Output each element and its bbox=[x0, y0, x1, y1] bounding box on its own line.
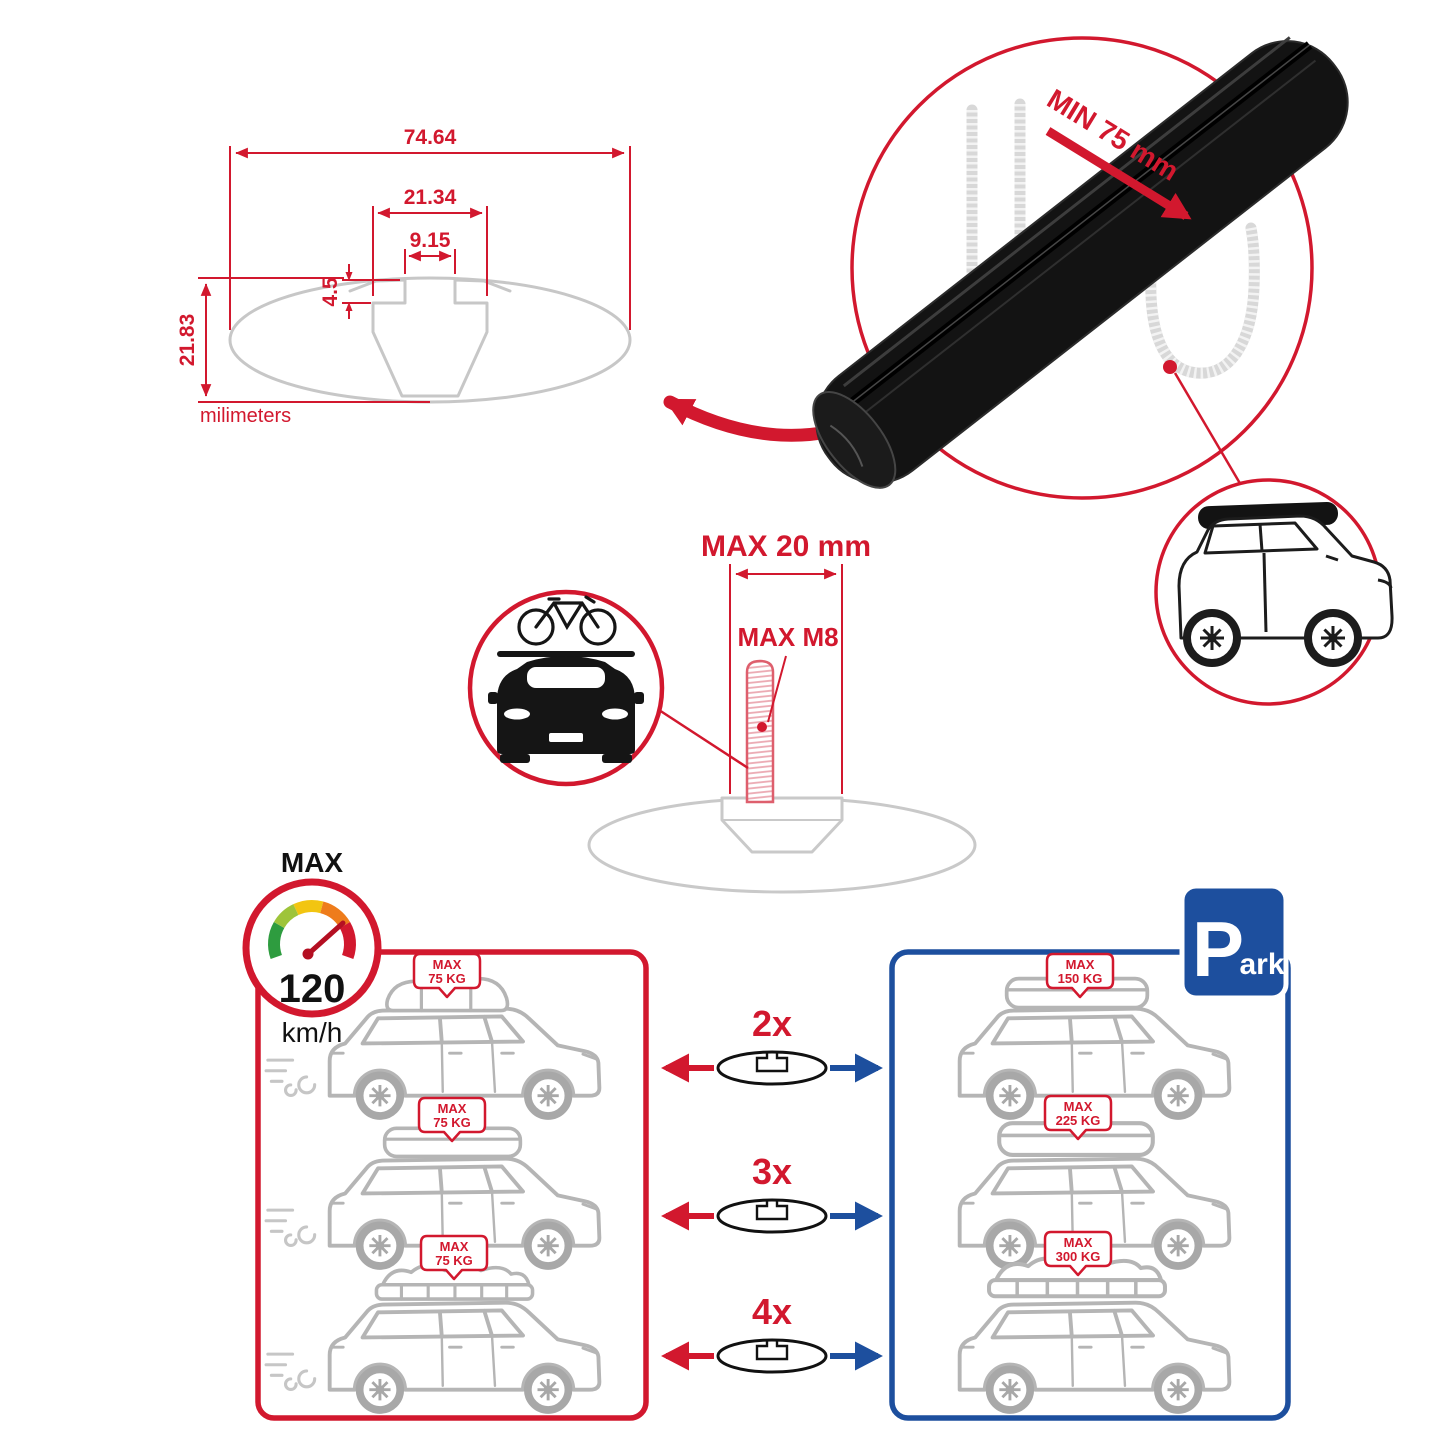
bolt-length-label: MAX 20 mm bbox=[701, 530, 871, 563]
crossbar-section-icon bbox=[716, 1338, 828, 1374]
load-tag-value: 75 KG bbox=[433, 1115, 471, 1130]
dim-lip-depth: 4.5 bbox=[319, 264, 400, 319]
bolt-spec-diagram: MAX 20 mm MAX M8 bbox=[587, 530, 977, 894]
multiplier-label: 4x bbox=[752, 1291, 792, 1332]
thread-leader-line bbox=[767, 655, 787, 723]
bar-profile-slot bbox=[348, 277, 512, 398]
bar-profile-outline bbox=[228, 276, 632, 404]
crossbar-section-icon bbox=[716, 1050, 828, 1086]
load-tag: MAX 75 KG bbox=[419, 1234, 489, 1281]
multiplier-label: 2x bbox=[752, 1003, 792, 1044]
bar-count-row: 4x bbox=[661, 1291, 883, 1374]
load-tag-title: MAX bbox=[1064, 1235, 1093, 1250]
detail-circle bbox=[850, 36, 1314, 500]
roofbox-car-badge bbox=[1154, 478, 1394, 706]
bike-icon bbox=[517, 595, 617, 646]
load-tag-title: MAX bbox=[1066, 957, 1095, 972]
dim-total-width: 74.64 bbox=[229, 126, 631, 330]
parking-sign: P ark bbox=[1179, 883, 1289, 1001]
speed-limit-badge: MAX 120 km/h bbox=[242, 847, 382, 1048]
dim-total-height: 21.83 bbox=[176, 277, 430, 403]
load-tag-value: 150 KG bbox=[1058, 971, 1103, 986]
units-label: milimeters bbox=[200, 405, 291, 427]
bolt-point-dot bbox=[757, 722, 767, 732]
bolt-thread-label: MAX M8 bbox=[737, 622, 838, 652]
multiplier-label: 3x bbox=[752, 1151, 792, 1192]
t-slot-nut-icon bbox=[720, 796, 844, 854]
load-tag-title: MAX bbox=[440, 1239, 469, 1254]
bar-count-row: 3x bbox=[661, 1151, 883, 1234]
driving-cars: MAX 75 KG MAX 75 KG MAX 75 KG bbox=[264, 952, 599, 1410]
crossbar-bar-render bbox=[812, 36, 1349, 489]
speed-limit-value: 120 bbox=[279, 967, 346, 1011]
load-tag-title: MAX bbox=[1064, 1099, 1093, 1114]
clamp-point-dot bbox=[1163, 360, 1177, 374]
load-tag-value: 300 KG bbox=[1056, 1249, 1101, 1264]
load-tag-title: MAX bbox=[438, 1101, 467, 1116]
dim-total-width-label: 74.64 bbox=[404, 126, 457, 149]
bike-car-badge bbox=[467, 589, 749, 787]
load-tag: MAX 75 KG bbox=[417, 1096, 487, 1143]
bar-count-row: 2x bbox=[661, 1003, 883, 1086]
crossbar-section-icon bbox=[716, 1198, 828, 1234]
bar-end-cap bbox=[812, 391, 897, 489]
dim-channel-opening-width: 9.15 bbox=[404, 229, 456, 274]
load-tag-value: 75 KG bbox=[428, 971, 466, 986]
load-tag-value: 75 KG bbox=[435, 1253, 473, 1268]
dim-channel-outer-label: 21.34 bbox=[404, 186, 457, 209]
suv-roofbox-icon bbox=[1177, 501, 1394, 667]
load-tag-value: 225 KG bbox=[1056, 1113, 1101, 1128]
cross-section-drawing: 74.64 21.34 9.15 4.5 21.83 milimeters bbox=[176, 126, 632, 427]
parking-sign-suffix: ark bbox=[1239, 948, 1284, 981]
parking-sign-letter: P bbox=[1192, 905, 1244, 993]
bar-count-rows: 2x 3x 4x bbox=[661, 1003, 883, 1374]
badge-leader-line bbox=[658, 708, 749, 770]
parking-sign-board bbox=[1179, 883, 1289, 1001]
load-tag-title: MAX bbox=[433, 957, 462, 972]
load-tag: MAX 225 KG bbox=[1043, 1094, 1113, 1141]
load-tag: MAX 300 KG bbox=[1043, 1230, 1113, 1277]
speed-limit-unit: km/h bbox=[282, 1017, 343, 1048]
parked-cars: MAX 150 KG MAX 225 KG MAX 300 KG bbox=[960, 952, 1230, 1410]
clamp-leader-line bbox=[1173, 372, 1250, 498]
crossbar-detail: MIN 75 mm bbox=[812, 36, 1349, 500]
dim-total-height-label: 21.83 bbox=[176, 314, 199, 367]
load-tag: MAX 150 KG bbox=[1045, 952, 1115, 999]
load-tag: MAX 75 KG bbox=[412, 952, 482, 999]
dim-lip-depth-label: 4.5 bbox=[319, 277, 342, 307]
u-bolt-clamp-icon bbox=[966, 98, 1260, 379]
speed-limit-title: MAX bbox=[281, 847, 344, 878]
needle-hub bbox=[302, 948, 314, 960]
dim-channel-opening-label: 9.15 bbox=[410, 229, 451, 252]
min-clamp-arrow bbox=[1045, 127, 1192, 220]
car-front-icon bbox=[488, 651, 644, 763]
